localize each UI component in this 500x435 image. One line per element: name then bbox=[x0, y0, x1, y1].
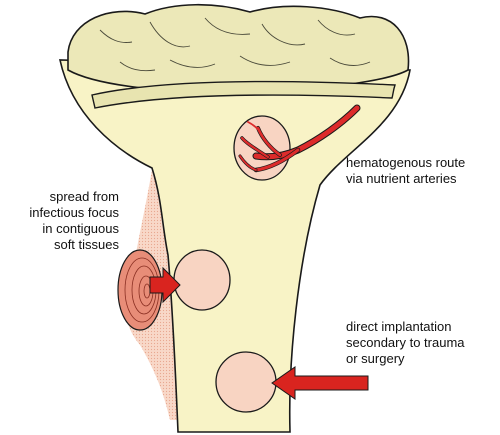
contiguous-lesion bbox=[173, 249, 231, 311]
direct-implantation-lesion bbox=[215, 351, 277, 413]
direct-implantation-label-line-2: secondary to trauma bbox=[346, 335, 465, 350]
growth-plate bbox=[91, 80, 396, 109]
bone-shaft bbox=[58, 59, 411, 433]
contiguous-label-line-3: in contiguous bbox=[42, 221, 119, 236]
hematogenous-label-line-1: hematogenous route bbox=[346, 155, 466, 170]
hematogenous-label-line-2: via nutrient arteries bbox=[346, 171, 457, 186]
hematogenous-label: hematogenous route via nutrient arteries bbox=[346, 155, 465, 187]
cartilage-texture bbox=[99, 17, 371, 72]
direct-implantation-arrow bbox=[271, 366, 369, 400]
direct-implantation-label-line-1: direct implantation bbox=[346, 319, 452, 334]
direct-implantation-label-line-3: or surgery bbox=[346, 351, 405, 366]
contiguous-arrow bbox=[149, 266, 181, 304]
nutrient-artery bbox=[238, 104, 361, 173]
contiguous-label: spread from infectious focus in contiguo… bbox=[4, 189, 119, 253]
articular-cartilage bbox=[67, 3, 410, 93]
contiguous-label-line-2: infectious focus bbox=[29, 205, 119, 220]
direct-implantation-label: direct implantation secondary to trauma … bbox=[346, 319, 465, 367]
contiguous-label-line-4: soft tissues bbox=[53, 237, 119, 252]
contiguous-label-line-1: spread from bbox=[49, 189, 119, 204]
soft-tissue-focus bbox=[117, 249, 163, 331]
